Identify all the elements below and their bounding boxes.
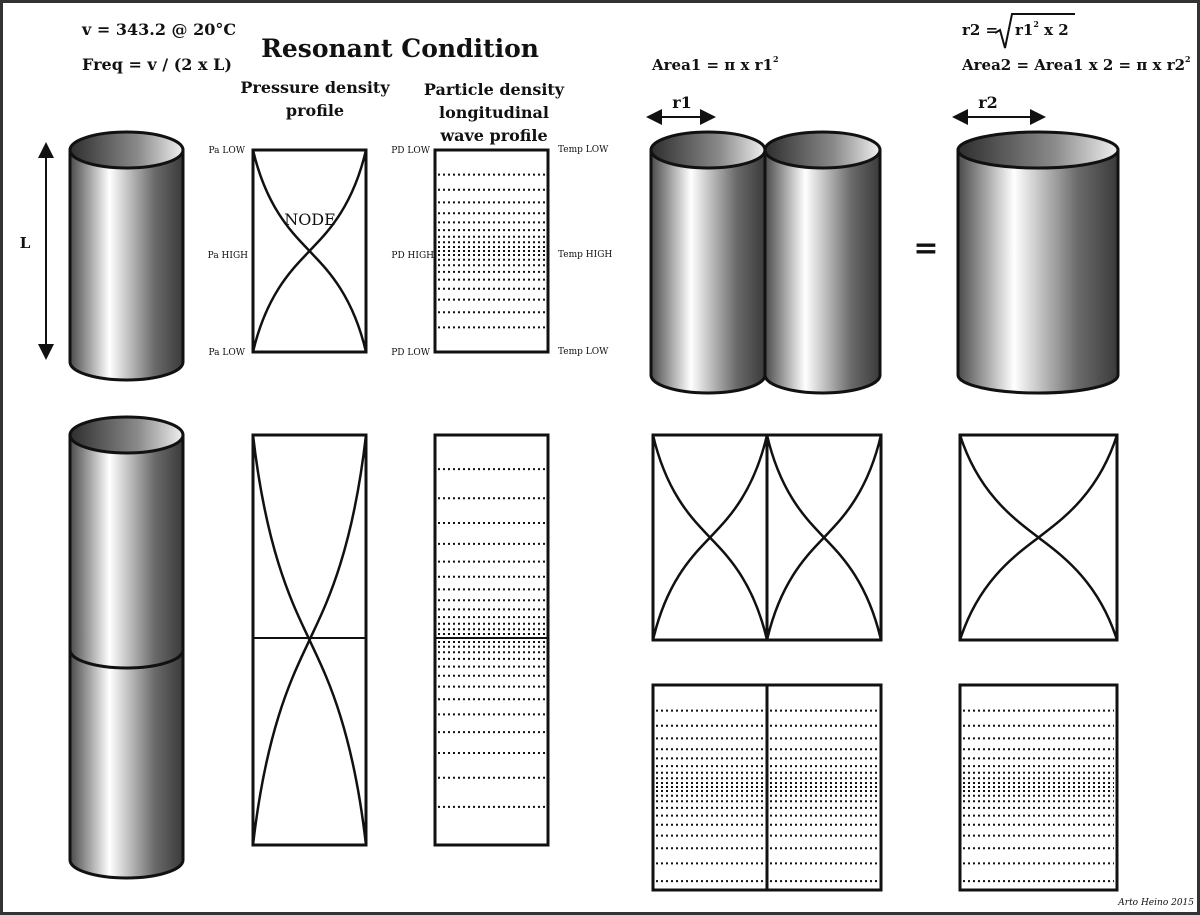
particle-box <box>765 683 883 892</box>
pd-high: PD HIGH <box>391 251 434 261</box>
svg-text:r12 x 2: r12 x 2 <box>1015 19 1069 39</box>
pressure-curve <box>958 434 1119 641</box>
cylinder-body <box>68 148 185 382</box>
particle-profile-long <box>433 433 550 847</box>
pressure-profile-pair-right <box>765 433 883 642</box>
pressure-heading-1: Pressure density <box>240 78 390 97</box>
temp-high: Temp HIGH <box>558 250 612 260</box>
cylinder-seam <box>68 649 185 670</box>
pa-high: Pa HIGH <box>208 251 248 261</box>
r2-formula: r2 = r12 x 2 <box>962 13 1075 49</box>
profile-box <box>765 433 883 642</box>
cylinder-body <box>763 148 882 395</box>
node-label: NODE <box>284 210 336 229</box>
particle-box <box>433 148 550 354</box>
area2-formula: Area2 = Area1 x 2 = π x r22 <box>961 54 1191 74</box>
cylinder-body <box>649 148 767 395</box>
temp-low-top: Temp LOW <box>558 145 609 155</box>
pressure-heading-2: profile <box>286 101 344 120</box>
author-credit: Arto Heino 2015 <box>1117 898 1194 908</box>
cylinder-opening <box>763 130 882 170</box>
cylinder-opening <box>649 130 767 170</box>
cylinder-single <box>68 130 185 382</box>
svg-text:r2 =: r2 = <box>962 21 998 39</box>
particle-heading-3: wave profile <box>439 126 547 145</box>
cylinder-opening <box>68 130 185 170</box>
particle-box <box>651 683 769 892</box>
cylinder-wide <box>956 130 1120 395</box>
pd-low-bottom: PD LOW <box>391 348 430 358</box>
length-label: L <box>20 234 31 252</box>
pressure-profile-pair-left <box>651 433 769 642</box>
particle-profile-pair-left <box>651 683 769 892</box>
pressure-profile-top <box>251 148 368 354</box>
cylinder-pair-right <box>763 130 882 395</box>
cylinder-body <box>68 433 185 880</box>
pressure-curve <box>251 149 368 353</box>
speed-of-sound: v = 343.2 @ 20°C <box>81 20 236 39</box>
pressure-profile-long <box>251 433 368 847</box>
cylinder-opening <box>68 415 185 455</box>
cylinder-body <box>956 148 1120 395</box>
cylinder-pair-left <box>649 130 767 395</box>
page-title: Resonant Condition <box>261 34 539 63</box>
pa-low-bottom: Pa LOW <box>209 348 246 358</box>
pressure-curve <box>765 434 883 641</box>
cylinder-double-length <box>68 415 185 880</box>
equals-sign: = <box>913 231 938 266</box>
frequency-formula: Freq = v / (2 x L) <box>82 55 232 74</box>
particle-heading-2: longitudinal <box>439 103 549 122</box>
particle-profile-top <box>433 148 550 354</box>
pressure-profile-wide <box>958 433 1119 642</box>
r1-label: r1 <box>672 93 692 112</box>
particle-box <box>433 433 550 847</box>
temp-low-bottom: Temp LOW <box>558 347 609 357</box>
pa-low-top: Pa LOW <box>209 146 246 156</box>
cylinder-opening <box>956 130 1120 170</box>
pd-low-top: PD LOW <box>391 146 430 156</box>
profile-box <box>958 433 1119 642</box>
area1-formula: Area1 = π x r12 <box>651 54 779 74</box>
r2-label: r2 <box>978 93 998 112</box>
particle-heading-1: Particle density <box>424 80 565 99</box>
pressure-curve <box>251 434 368 846</box>
pressure-curve <box>651 434 769 641</box>
particle-profile-pair-right <box>765 683 883 892</box>
particle-profile-wide <box>958 683 1119 892</box>
